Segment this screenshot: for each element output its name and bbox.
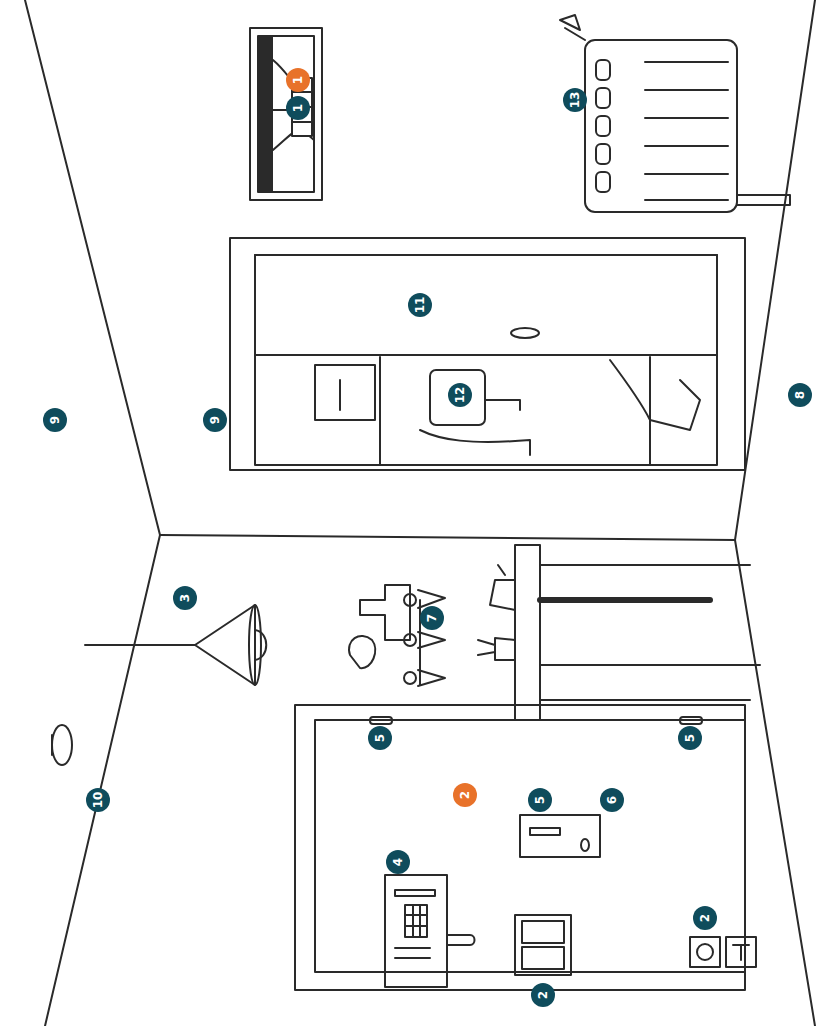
callout-number: 9 [203, 408, 227, 432]
callout-number: 12 [448, 383, 472, 407]
callout-number: 1 [286, 68, 310, 92]
callout-number: 4 [386, 850, 410, 874]
callout-number: 10 [86, 788, 110, 812]
callout-number: 6 [600, 788, 624, 812]
callout-number: 7 [420, 606, 444, 630]
callout-number: 11 [408, 293, 432, 317]
callout-number: 5 [368, 726, 392, 750]
callout-number: 9 [43, 408, 67, 432]
callout-number: 2 [453, 783, 477, 807]
callout-number: 5 [678, 726, 702, 750]
callout-number: 3 [173, 586, 197, 610]
callout-number: 13 [563, 88, 587, 112]
callout-number: 1 [286, 96, 310, 120]
callout-number: 2 [531, 983, 555, 1007]
callout-number: 5 [528, 788, 552, 812]
callout-number: 8 [788, 383, 812, 407]
callout-number: 2 [693, 906, 717, 930]
